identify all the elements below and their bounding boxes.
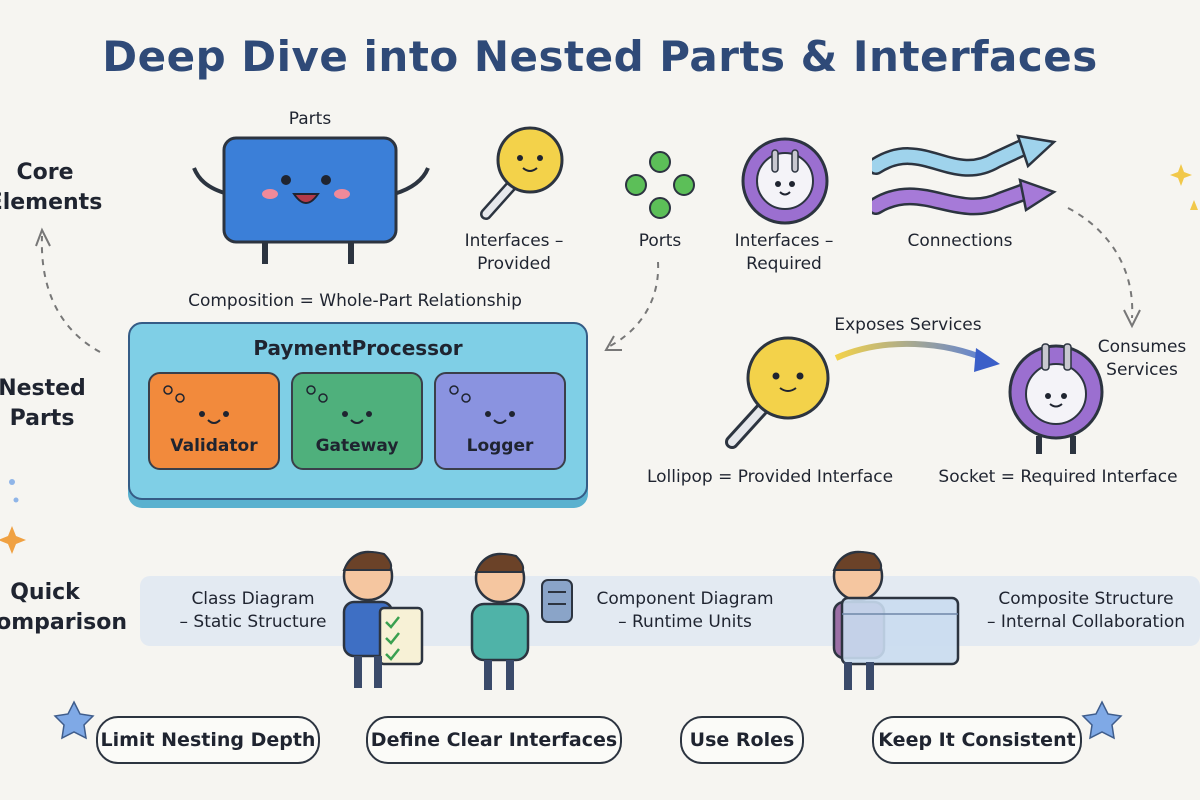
- connections-label: Connections: [907, 231, 1013, 251]
- part-logger: Logger: [434, 372, 566, 470]
- consumes-services-label: Consumes Services: [1097, 337, 1187, 380]
- provided-interface-icon: [480, 126, 564, 220]
- person-clipboard-icon: [342, 550, 424, 688]
- part-gateway: Gateway: [291, 372, 423, 470]
- interfaces-required-label: Interfaces – Required: [734, 231, 834, 274]
- tip-define-interfaces: Define Clear Interfaces: [366, 716, 622, 764]
- section-label-comparison: Quick Comparison: [0, 580, 128, 635]
- validator-face-icon: [163, 385, 229, 424]
- parts-icon: [192, 136, 430, 264]
- required-interface-icon: [741, 137, 829, 225]
- lollipop-label: Lollipop = Provided Interface: [646, 467, 894, 487]
- composite-structure-label: Composite Structure – Internal Collabora…: [986, 589, 1186, 632]
- ports-label: Ports: [638, 231, 682, 251]
- socket-label: Socket = Required Interface: [938, 467, 1178, 487]
- part-label-validator: Validator: [170, 436, 258, 456]
- ports-icon: [625, 151, 695, 219]
- payment-processor-title: PaymentProcessor: [253, 336, 463, 360]
- part-label-logger: Logger: [466, 436, 534, 456]
- person-box-icon: [832, 550, 960, 690]
- exposes-services-label: Exposes Services: [834, 315, 982, 335]
- gateway-face-icon: [306, 385, 372, 424]
- part-validator: Validator: [148, 372, 280, 470]
- tip-keep-consistent: Keep It Consistent: [872, 716, 1082, 764]
- parts-label: Parts: [288, 109, 332, 129]
- connections-icon: [872, 134, 1057, 216]
- section-label-core: Core Elements: [0, 160, 103, 215]
- comparison-band: [140, 576, 1200, 646]
- tip-limit-nesting: Limit Nesting Depth: [96, 716, 320, 764]
- component-diagram-label: Component Diagram – Runtime Units: [596, 589, 774, 632]
- page-title: Deep Dive into Nested Parts & Interfaces: [102, 32, 1098, 81]
- tip-use-roles: Use Roles: [680, 716, 804, 764]
- part-label-gateway: Gateway: [315, 436, 399, 456]
- interfaces-provided-label: Interfaces – Provided: [464, 231, 564, 274]
- logger-face-icon: [449, 385, 515, 424]
- person-database-icon: [470, 552, 573, 690]
- section-label-nested: Nested Parts: [0, 376, 86, 431]
- composition-label: Composition = Whole-Part Relationship: [188, 291, 522, 311]
- class-diagram-label: Class Diagram – Static Structure: [179, 589, 327, 632]
- interface-demo-graphic: [725, 336, 1104, 454]
